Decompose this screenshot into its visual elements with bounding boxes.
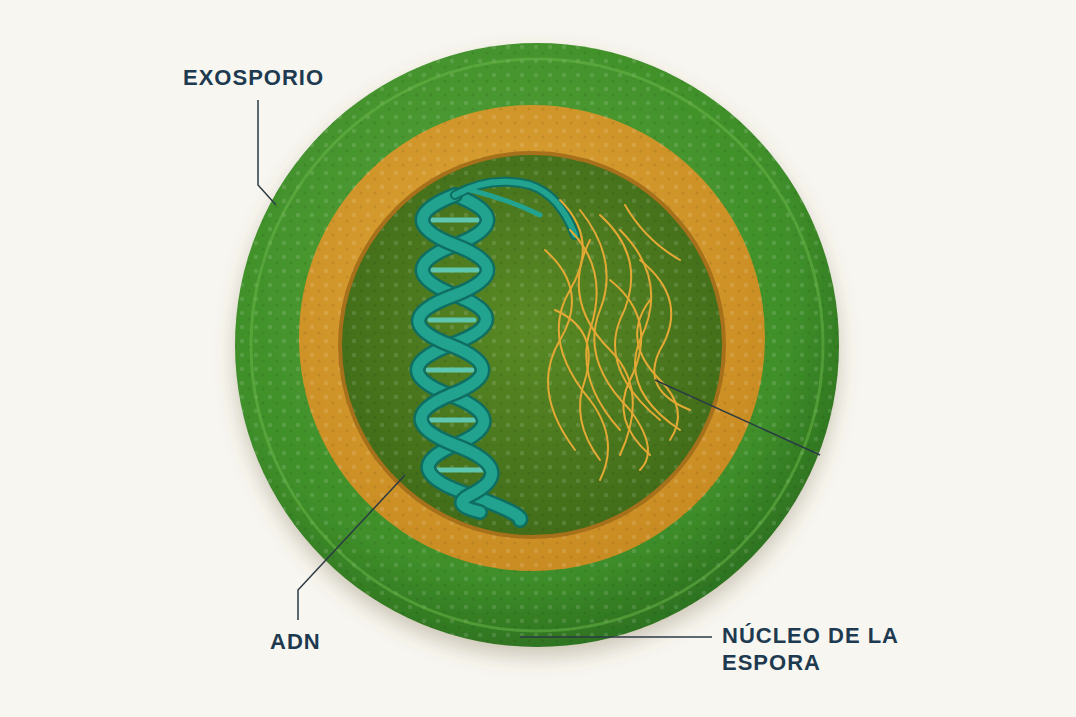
fibers: [545, 200, 690, 480]
exosporium-rim: [251, 59, 823, 631]
part-label: EXOSPORIO: [183, 64, 324, 91]
core-texture: [342, 155, 722, 535]
part-label: NÚCLEO DE LA ESPORA: [722, 622, 902, 676]
spore-core: [340, 153, 724, 537]
part-label: ADN: [270, 628, 321, 655]
exosporium: [235, 43, 839, 647]
spore-coat: [299, 105, 765, 571]
dna-helix: [418, 182, 576, 520]
leader-lines: [258, 100, 820, 637]
exosporium-texture: [235, 43, 839, 647]
spore-coat-texture: [299, 105, 765, 571]
